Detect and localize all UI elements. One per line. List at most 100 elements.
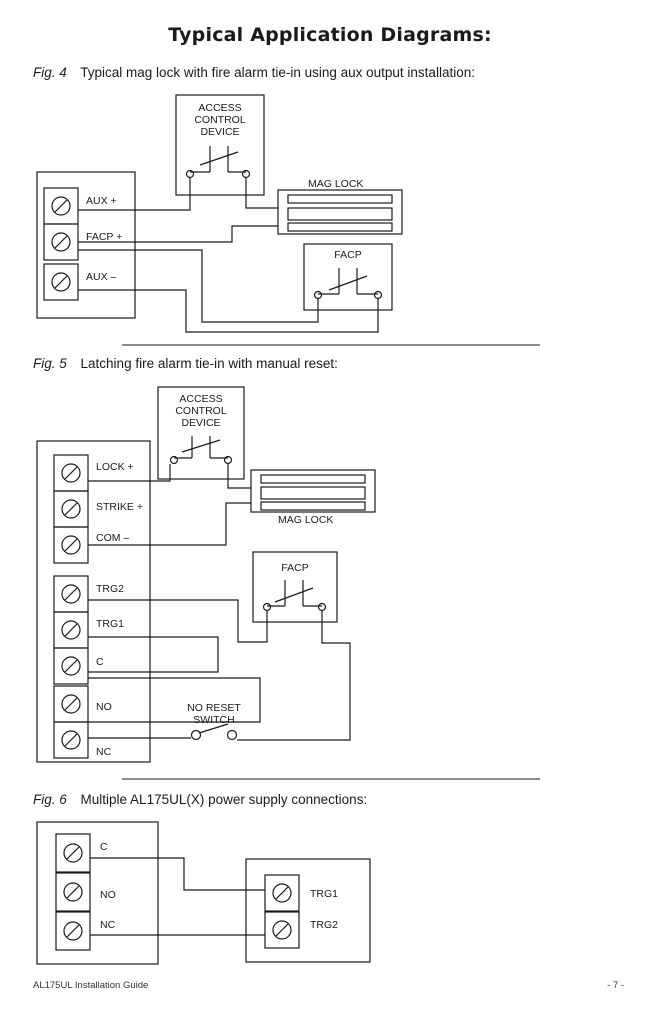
fig4-label-aux-plus: AUX + xyxy=(86,195,117,207)
relay-contact-icon xyxy=(185,146,251,179)
svg-text:FACP: FACP xyxy=(334,249,361,261)
fig4-wire-aux-minus xyxy=(78,289,379,333)
fig4-terminal-aux-minus: AUX – xyxy=(43,263,117,301)
svg-text:NO: NO xyxy=(100,889,116,901)
fig5-wire-trg2 xyxy=(88,599,268,643)
terminal-screw-icon xyxy=(51,232,71,252)
svg-text:STRIKE +: STRIKE + xyxy=(96,501,143,513)
terminal-screw-icon xyxy=(61,730,81,750)
fig5-mag-lock: MAG LOCK xyxy=(250,469,376,526)
relay-contact-icon xyxy=(169,436,233,465)
svg-text:CONTROL: CONTROL xyxy=(175,405,226,417)
svg-text:SWITCH: SWITCH xyxy=(193,714,234,726)
terminal-screw-icon xyxy=(272,920,292,940)
terminal-screw-icon xyxy=(272,883,292,903)
fig4-wire-acd-to-maglock xyxy=(245,178,278,209)
svg-text:DEVICE: DEVICE xyxy=(181,417,220,429)
fig6-number: Fig. 6 xyxy=(33,792,67,807)
fig5-wire-lock-plus xyxy=(88,464,171,482)
svg-text:TRG1: TRG1 xyxy=(96,618,124,630)
fig5-terminal-trg1: TRG1 xyxy=(53,611,124,649)
fig4-mag-lock: MAG LOCK xyxy=(277,178,403,235)
page-title: Typical Application Diagrams: xyxy=(168,24,492,46)
fig6-right-terminal-trg2: TRG2 xyxy=(264,911,338,949)
svg-text:MAG LOCK: MAG LOCK xyxy=(278,514,333,526)
fig4-label-aux-minus: AUX – xyxy=(86,271,117,283)
svg-text:LOCK +: LOCK + xyxy=(96,461,134,473)
fig5-no-reset-switch: NO RESET SWITCH xyxy=(187,702,241,741)
fig5-caption-text: Latching fire alarm tie-in with manual r… xyxy=(80,356,338,371)
svg-text:C: C xyxy=(96,656,104,668)
terminal-screw-icon xyxy=(61,656,81,676)
fig5-access-control-device: ACCESS CONTROL DEVICE xyxy=(157,386,245,480)
svg-text:FACP: FACP xyxy=(281,562,308,574)
switch-icon xyxy=(190,723,238,741)
fig6-right-board xyxy=(245,858,371,963)
fig6-diagram: C NO NC TRG1 TRG2 xyxy=(36,821,371,965)
fig6-left-board xyxy=(36,821,159,965)
fig5-power-supply-board xyxy=(36,440,151,763)
fig6-left-terminal-no: NO xyxy=(55,872,116,912)
fig4-access-control-device: ACCESS CONTROL DEVICE xyxy=(175,94,265,196)
fig4-label-facp-plus: FACP + xyxy=(86,231,122,243)
terminal-screw-icon xyxy=(51,272,71,292)
terminal-screw-icon xyxy=(61,620,81,640)
footer-page-number: - 7 - xyxy=(607,980,624,991)
terminal-screw-icon xyxy=(61,584,81,604)
fig4-wire-facp-return xyxy=(78,249,319,323)
fig4-caption-text: Typical mag lock with fire alarm tie-in … xyxy=(80,65,475,80)
fig5-terminal-c: C xyxy=(53,647,104,685)
fig4-diagram: AUX + FACP + AUX – ACCESS CONTROL DEVICE xyxy=(36,94,540,346)
fig6-left-terminal-c: C xyxy=(55,833,108,873)
fig4-terminal-aux-plus: AUX + xyxy=(43,187,117,225)
fig6-right-terminal-trg1: TRG1 xyxy=(264,874,338,912)
svg-text:ACCESS: ACCESS xyxy=(179,393,222,405)
fig5-terminal-nc: NC xyxy=(53,721,112,759)
svg-text:NO RESET: NO RESET xyxy=(187,702,241,714)
relay-contact-icon xyxy=(262,580,327,612)
fig4-facp: FACP xyxy=(303,243,393,311)
fig5-wire-c-to-no-loop xyxy=(88,677,261,723)
fig4-wire-aux-plus xyxy=(78,178,191,211)
svg-text:NC: NC xyxy=(100,919,116,931)
terminal-screw-icon xyxy=(61,499,81,519)
fig4-caption: Fig. 4 Typical mag lock with fire alarm … xyxy=(33,65,475,80)
fig5-caption: Fig. 5 Latching fire alarm tie-in with m… xyxy=(33,356,338,371)
fig5-terminal-com-minus: COM – xyxy=(53,526,129,564)
svg-text:ACCESS: ACCESS xyxy=(198,102,241,114)
fig6-wire-c-to-trg1 xyxy=(90,857,265,891)
fig5-terminal-lock-plus: LOCK + xyxy=(53,454,134,492)
terminal-screw-icon xyxy=(63,882,83,902)
fig6-left-terminal-nc: NC xyxy=(55,911,116,951)
svg-text:TRG2: TRG2 xyxy=(310,919,338,931)
fig4-number: Fig. 4 xyxy=(33,65,67,80)
svg-text:CONTROL: CONTROL xyxy=(194,114,245,126)
terminal-screw-icon xyxy=(63,843,83,863)
terminal-screw-icon xyxy=(61,535,81,555)
footer-guide-name: AL175UL Installation Guide xyxy=(33,980,149,991)
fig5-wire-facp-to-switch xyxy=(237,611,351,741)
terminal-screw-icon xyxy=(51,196,71,216)
relay-contact-icon xyxy=(313,268,383,300)
terminal-screw-icon xyxy=(63,921,83,941)
svg-text:TRG1: TRG1 xyxy=(310,888,338,900)
svg-text:NC: NC xyxy=(96,746,112,758)
svg-text:DEVICE: DEVICE xyxy=(200,126,239,138)
fig4-power-supply-board xyxy=(36,171,136,319)
fig6-caption-text: Multiple AL175UL(X) power supply connect… xyxy=(80,792,368,807)
terminal-screw-icon xyxy=(61,463,81,483)
svg-text:TRG2: TRG2 xyxy=(96,583,124,595)
fig5-terminal-no: NO xyxy=(53,685,112,723)
terminal-screw-icon xyxy=(61,694,81,714)
fig5-number: Fig. 5 xyxy=(33,356,67,371)
fig4-wire-facp-plus xyxy=(78,225,278,243)
fig5-wire-trg1-to-c xyxy=(88,636,219,673)
fig5-diagram: LOCK + STRIKE + COM – TRG2 TRG1 C xyxy=(36,386,540,780)
svg-text:MAG LOCK: MAG LOCK xyxy=(308,178,363,190)
fig5-facp: FACP xyxy=(252,551,338,623)
svg-text:C: C xyxy=(100,841,108,853)
fig4-terminal-facp-plus: FACP + xyxy=(43,223,122,261)
fig5-wire-acd-to-maglock xyxy=(227,464,251,489)
fig6-caption: Fig. 6 Multiple AL175UL(X) power supply … xyxy=(33,792,367,807)
